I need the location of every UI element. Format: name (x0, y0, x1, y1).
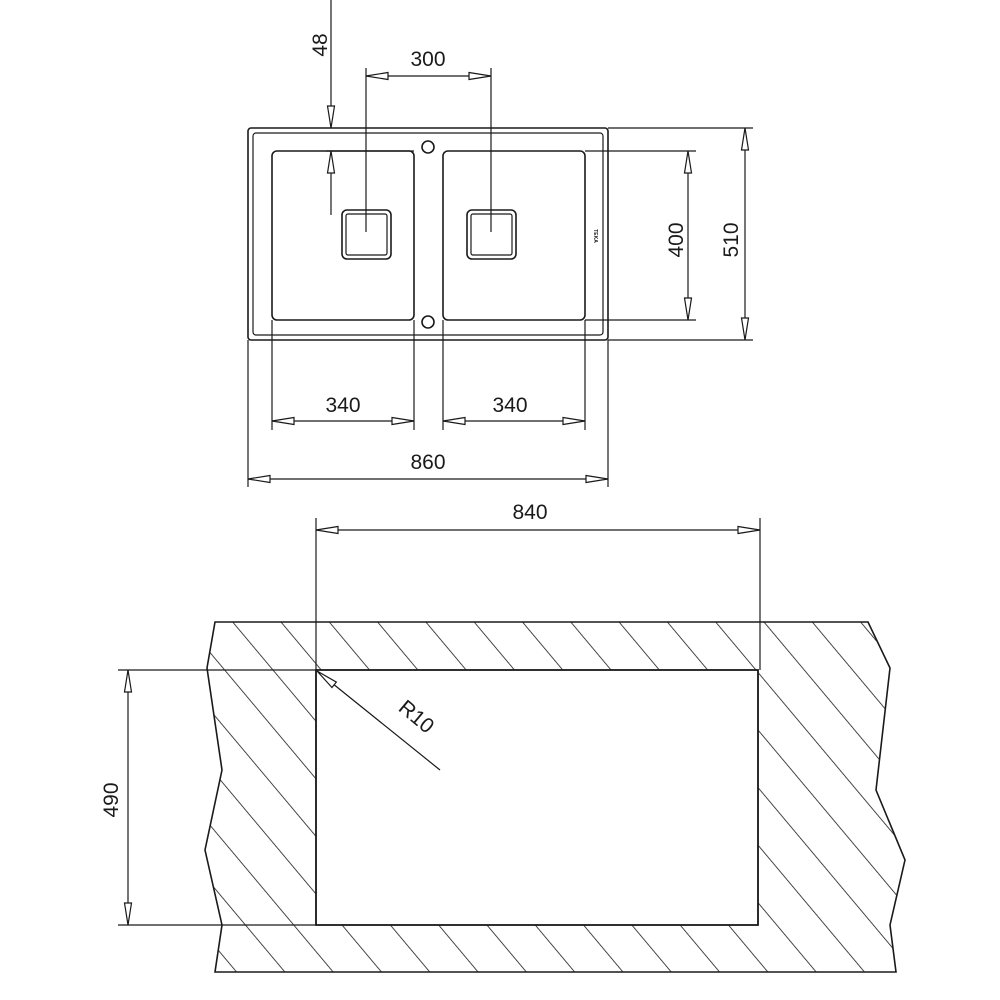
svg-text:490: 490 (100, 782, 123, 817)
svg-text:340: 340 (492, 394, 527, 417)
cutout-opening (315, 669, 759, 926)
svg-text:400: 400 (665, 222, 688, 257)
svg-text:510: 510 (720, 222, 743, 257)
svg-text:48: 48 (309, 33, 332, 56)
svg-text:860: 860 (410, 451, 445, 474)
svg-text:340: 340 (325, 394, 360, 417)
right-bowl (442, 150, 586, 321)
dimension-bowl-widths: 340 340 (271, 320, 586, 430)
brand-logo: TEKA (592, 229, 598, 243)
sink-inner-rim (252, 132, 604, 336)
svg-text:840: 840 (512, 501, 547, 524)
sink-top-view: TEKA 48 300 400 (247, 0, 753, 487)
worktop-hatched-section (204, 621, 906, 973)
dimension-drain-offset: 48 (309, 0, 414, 215)
tap-hole (421, 140, 435, 154)
svg-text:300: 300 (410, 48, 445, 71)
dimension-overall-depth: 510 (608, 127, 753, 341)
overflow-hole (421, 315, 435, 329)
cutout-view: 840 490 R10 (100, 501, 906, 973)
dimension-cutout-depth: 490 (100, 669, 316, 926)
dimension-cutout-width: 840 (315, 501, 761, 670)
dimension-bowl-depth: 400 (585, 150, 696, 321)
dimension-overall-width: 860 (247, 340, 609, 487)
left-bowl (271, 150, 415, 321)
dimension-corner-radius: R10 (316, 670, 441, 771)
dimension-drain-spacing: 300 (365, 48, 492, 232)
svg-text:R10: R10 (394, 696, 438, 738)
sink-outer-rim (247, 127, 609, 341)
